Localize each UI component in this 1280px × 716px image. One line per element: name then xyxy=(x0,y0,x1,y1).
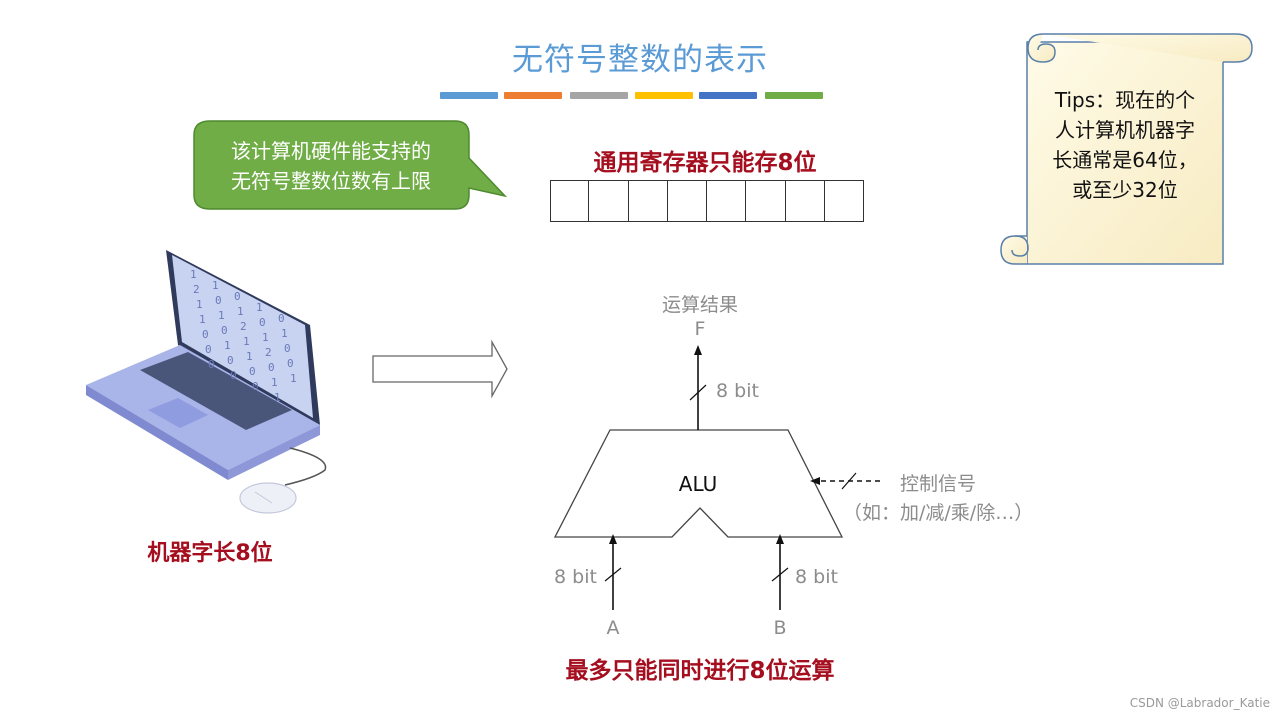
screen-digit: 0 xyxy=(259,316,266,329)
tips-text: Tips：现在的个 人计算机机器字 长通常是64位， 或至少32位 xyxy=(1040,85,1210,205)
register-cell xyxy=(628,180,668,222)
screen-digit: 1 xyxy=(290,372,297,385)
register-label: 通用寄存器只能存8位 xyxy=(593,150,817,176)
tips-line-2: 人计算机机器字 xyxy=(1055,118,1195,142)
title-color-bars xyxy=(440,92,830,99)
screen-digit: 1 xyxy=(271,376,278,389)
screen-digit: 1 xyxy=(243,335,250,348)
screen-digit: 2 xyxy=(265,346,272,359)
tips-line-4: 或至少32位 xyxy=(1072,178,1178,202)
screen-digit: 1 xyxy=(281,327,288,340)
register-cell xyxy=(589,180,629,222)
register-cell xyxy=(667,180,707,222)
screen-digit: 2 xyxy=(193,283,200,296)
screen-digit: 0 xyxy=(215,294,222,307)
screen-digit: 1 xyxy=(256,301,263,314)
screen-digit: 1 xyxy=(218,309,225,322)
tips-line-1: Tips：现在的个 xyxy=(1054,88,1196,112)
alu-label: ALU xyxy=(678,472,718,496)
output-bits-label: 8 bit xyxy=(716,380,759,402)
screen-digit: 0 xyxy=(252,380,259,393)
callout-line-2: 无符号整数位数有上限 xyxy=(231,169,431,193)
register-cell xyxy=(785,180,825,222)
bottom-caption: 最多只能同时进行8位运算 xyxy=(565,658,835,684)
screen-digit: 1 xyxy=(262,331,269,344)
screen-digit: 0 xyxy=(234,290,241,303)
output-title: 运算结果 xyxy=(661,294,738,316)
color-bar xyxy=(635,92,693,99)
word-length-caption: 机器字长8位 xyxy=(147,541,273,566)
screen-digit: 1 xyxy=(246,350,253,363)
tips-line-3: 长通常是64位， xyxy=(1052,148,1198,172)
callout-line-1: 该计算机硬件能支持的 xyxy=(231,139,431,163)
screen-digit: 2 xyxy=(240,320,247,333)
block-arrow xyxy=(372,339,508,399)
callout-text: 该计算机硬件能支持的 无符号整数位数有上限 xyxy=(195,124,467,208)
color-bar xyxy=(570,92,628,99)
screen-digit: 0 xyxy=(227,354,234,367)
screen-digit: 1 xyxy=(224,339,231,352)
screen-digit: 0 xyxy=(205,343,212,356)
color-bar xyxy=(440,92,498,99)
color-bar xyxy=(699,92,757,99)
slide-title: 无符号整数的表示 xyxy=(512,42,768,78)
screen-digit: 1 xyxy=(212,279,219,292)
screen-digit: 1 xyxy=(190,268,197,281)
screen-digit: 0 xyxy=(208,358,215,371)
register-cells xyxy=(550,180,864,222)
screen-digit: 0 xyxy=(230,369,237,382)
screen-digit: 1 xyxy=(274,391,281,404)
screen-digit: 1 xyxy=(199,313,206,326)
control-signal-examples: （如：加/减/乘/除…） xyxy=(843,502,1034,524)
screen-digit: 1 xyxy=(196,298,203,311)
screen-digit: 0 xyxy=(284,342,291,355)
watermark: CSDN @Labrador_Katie xyxy=(1129,696,1270,710)
color-bar xyxy=(504,92,562,99)
alu-shape xyxy=(553,429,844,538)
screen-digit: 0 xyxy=(268,361,275,374)
register-cell xyxy=(824,180,864,222)
register-cell xyxy=(707,180,747,222)
screen-digit: 0 xyxy=(249,365,256,378)
screen-digit: 0 xyxy=(278,312,285,325)
screen-digit: 0 xyxy=(287,357,294,370)
callout-bubble xyxy=(193,120,508,210)
color-bar xyxy=(765,92,823,99)
output-name: F xyxy=(694,318,706,340)
register-cell xyxy=(746,180,786,222)
input-a-label: A xyxy=(606,617,620,639)
input-b-label: B xyxy=(773,617,787,639)
input-b-bits-label: 8 bit xyxy=(795,566,838,588)
screen-digit: 1 xyxy=(237,305,244,318)
control-signal-label: 控制信号 xyxy=(900,473,977,495)
screen-digit: 0 xyxy=(202,328,209,341)
screen-digit: 0 xyxy=(221,324,228,337)
input-a-bits-label: 8 bit xyxy=(554,566,597,588)
tips-scroll xyxy=(1000,33,1253,265)
register-cell xyxy=(550,180,590,222)
